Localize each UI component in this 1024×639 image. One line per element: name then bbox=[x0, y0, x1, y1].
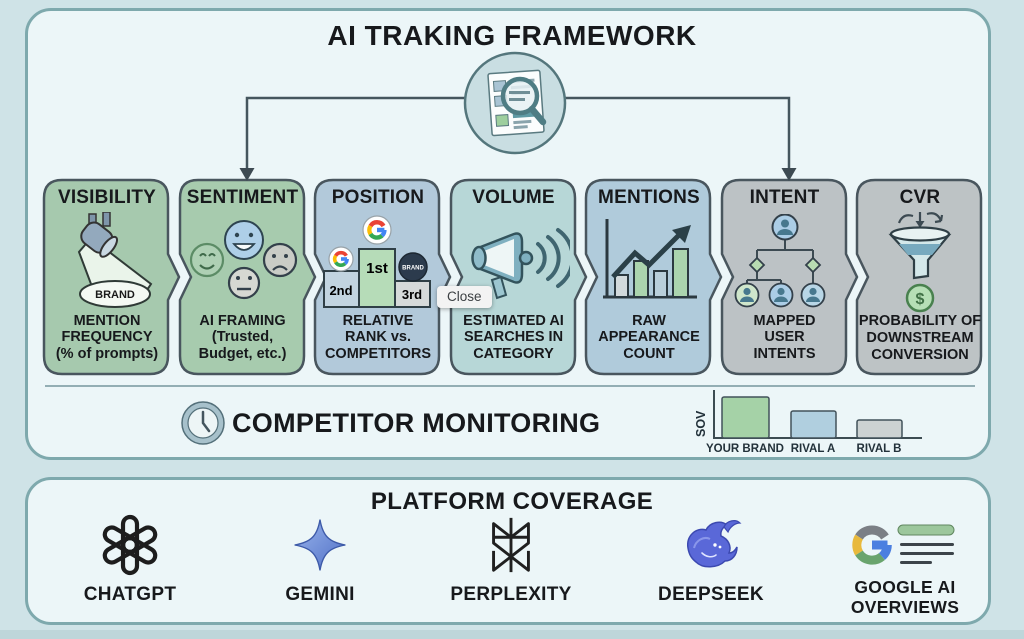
chatgpt-logo bbox=[102, 514, 158, 576]
sov-bar-chart: SOV YOUR BRAND RIVAL A RIVAL B bbox=[694, 390, 922, 455]
perplexity-logo bbox=[492, 517, 530, 573]
google-ai-overviews-logo bbox=[852, 524, 955, 565]
sov-category-label: RIVAL A bbox=[791, 443, 836, 455]
card-title: CVR bbox=[899, 187, 941, 208]
card-desc: RELATIVE RANK vs. COMPETITORS bbox=[324, 312, 432, 363]
spotlight-icon: BRAND bbox=[77, 211, 153, 308]
brand-ellipse-label: BRAND bbox=[95, 289, 135, 301]
card-title: SENTIMENT bbox=[186, 187, 299, 208]
bar-chart-arrow-icon bbox=[603, 218, 697, 299]
framework-cards-row: VISIBILITY BRAND MENTION FREQUENCY (% of… bbox=[0, 178, 1024, 376]
card-desc: PROBABILITY OF DOWNSTREAM CONVERSION bbox=[858, 313, 982, 363]
sov-bar bbox=[721, 396, 770, 439]
megaphone-icon bbox=[470, 227, 570, 300]
card-desc: AI FRAMING (Trusted, Budget, etc.) bbox=[198, 312, 287, 363]
sov-category-label: RIVAL B bbox=[857, 443, 902, 455]
platform-chatgpt: CHATGPT bbox=[35, 514, 225, 605]
card-sentiment: SENTIMENT AI FRAMING (Trusted, bbox=[178, 178, 318, 376]
platform-perplexity: PERPLEXITY bbox=[416, 514, 606, 605]
podium-3rd-label: 3rd bbox=[402, 287, 422, 302]
card-intent: INTENT MAPPED USER INTENTS bbox=[720, 178, 860, 376]
card-shape bbox=[720, 178, 858, 376]
sov-bar bbox=[790, 410, 837, 439]
platform-label: DEEPSEEK bbox=[658, 584, 764, 605]
podium-brand-label: BRAND bbox=[402, 265, 424, 271]
card-title: VISIBILITY bbox=[57, 187, 157, 208]
magnifier-document-icon bbox=[463, 51, 567, 155]
platform-coverage-title: PLATFORM COVERAGE bbox=[370, 488, 654, 515]
gemini-logo bbox=[294, 519, 346, 571]
card-position: POSITION 2nd bbox=[313, 178, 453, 376]
deepseek-logo bbox=[687, 520, 742, 568]
sentiment-faces-icon bbox=[189, 219, 297, 299]
user-intent-tree-icon bbox=[734, 213, 825, 308]
clock-icon bbox=[181, 401, 225, 445]
card-visibility: VISIBILITY BRAND MENTION FREQUENCY (% of… bbox=[42, 178, 182, 376]
podium-rank-icon: 2nd 1st 3rd BRAND bbox=[323, 215, 431, 308]
card-title: MENTIONS bbox=[598, 187, 700, 208]
card-title: INTENT bbox=[749, 187, 820, 208]
platform-label: PERPLEXITY bbox=[450, 584, 572, 605]
card-desc: MENTION FREQUENCY (% of prompts) bbox=[55, 312, 159, 363]
card-volume: VOLUME ESTIMATED AI SEARCHES IN CATEGORY bbox=[449, 178, 589, 376]
platform-google-ai-overviews: GOOGLE AI OVERVIEWS bbox=[810, 514, 1000, 617]
platform-label: GOOGLE AI OVERVIEWS bbox=[850, 577, 960, 617]
platform-label: CHATGPT bbox=[83, 584, 177, 605]
sov-axis-label: SOV bbox=[694, 410, 708, 437]
card-title: VOLUME bbox=[472, 187, 555, 208]
card-desc: RAW APPEARANCE COUNT bbox=[598, 312, 700, 363]
platform-coverage-panel bbox=[25, 477, 991, 625]
competitor-monitoring-title: COMPETITOR MONITORING bbox=[232, 408, 601, 438]
close-button[interactable]: Close bbox=[437, 286, 492, 308]
funnel-dollar-icon: $ bbox=[888, 212, 952, 313]
card-desc: MAPPED USER INTENTS bbox=[753, 312, 816, 363]
svg-text:$: $ bbox=[916, 291, 925, 308]
framework-title: AI TRAKING FRAMEWORK bbox=[327, 20, 697, 51]
card-mentions: MENTIONS RAW APPEARANCE COUNT bbox=[584, 178, 724, 376]
bottom-edge-strip bbox=[0, 630, 1024, 639]
section-divider bbox=[45, 385, 975, 387]
podium-2nd-label: 2nd bbox=[329, 283, 352, 298]
card-desc: ESTIMATED AI SEARCHES IN CATEGORY bbox=[463, 312, 564, 363]
card-cvr: CVR $ PROBABILITY OF DOWNSTREAM CONVERSI… bbox=[855, 178, 995, 376]
platform-deepseek: DEEPSEEK bbox=[616, 514, 806, 605]
podium-1st-label: 1st bbox=[366, 260, 388, 277]
platform-label: GEMINI bbox=[285, 584, 355, 605]
sov-bar bbox=[856, 419, 903, 439]
card-title: POSITION bbox=[331, 187, 425, 208]
platform-gemini: GEMINI bbox=[225, 514, 415, 605]
sov-category-label: YOUR BRAND bbox=[706, 443, 784, 455]
